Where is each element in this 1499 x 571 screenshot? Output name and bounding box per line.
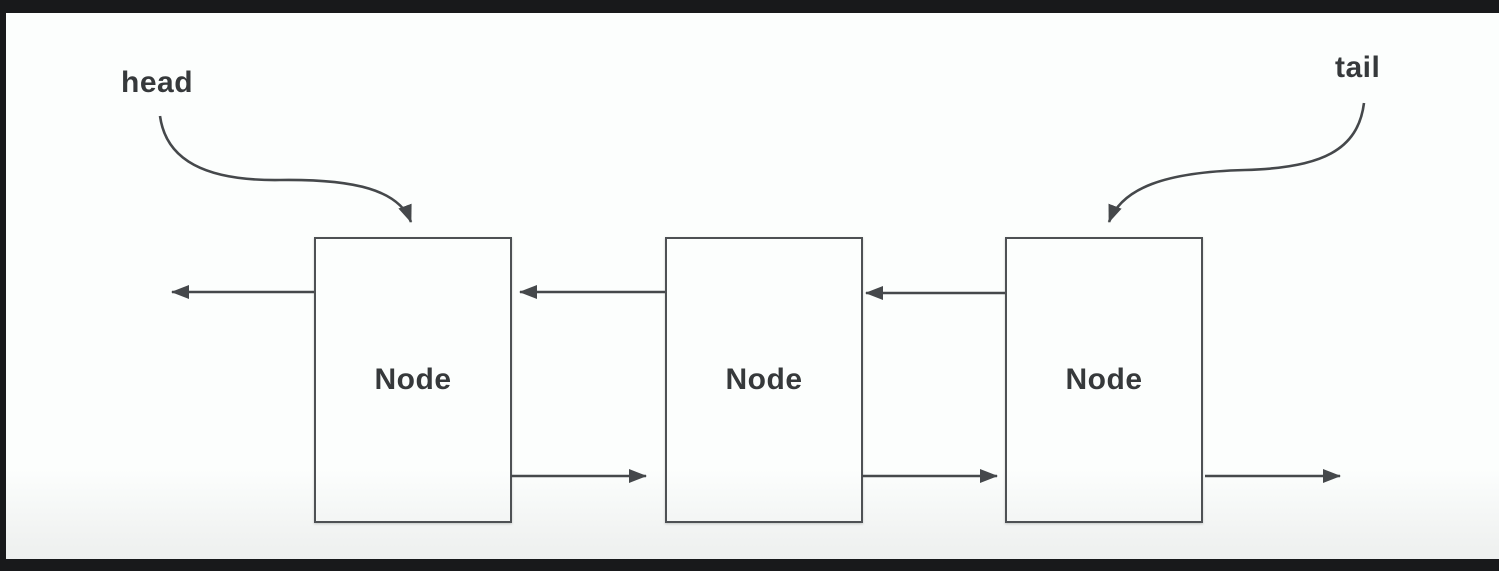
head-label: head — [121, 66, 194, 99]
letterbox-bottom — [0, 559, 1499, 571]
tail-pointer-arrow — [1107, 102, 1366, 223]
letterbox-top — [0, 0, 1499, 13]
tail-label: tail — [1335, 51, 1381, 84]
node-box-last: Node — [1005, 237, 1203, 523]
node-box-first: Node — [314, 237, 512, 523]
head-pointer-arrow — [158, 115, 413, 223]
node-label: Node — [725, 363, 803, 396]
node-label: Node — [1065, 363, 1143, 396]
node-box-middle: Node — [665, 237, 863, 523]
node-label: Node — [374, 363, 452, 396]
letterbox-left — [0, 0, 6, 571]
